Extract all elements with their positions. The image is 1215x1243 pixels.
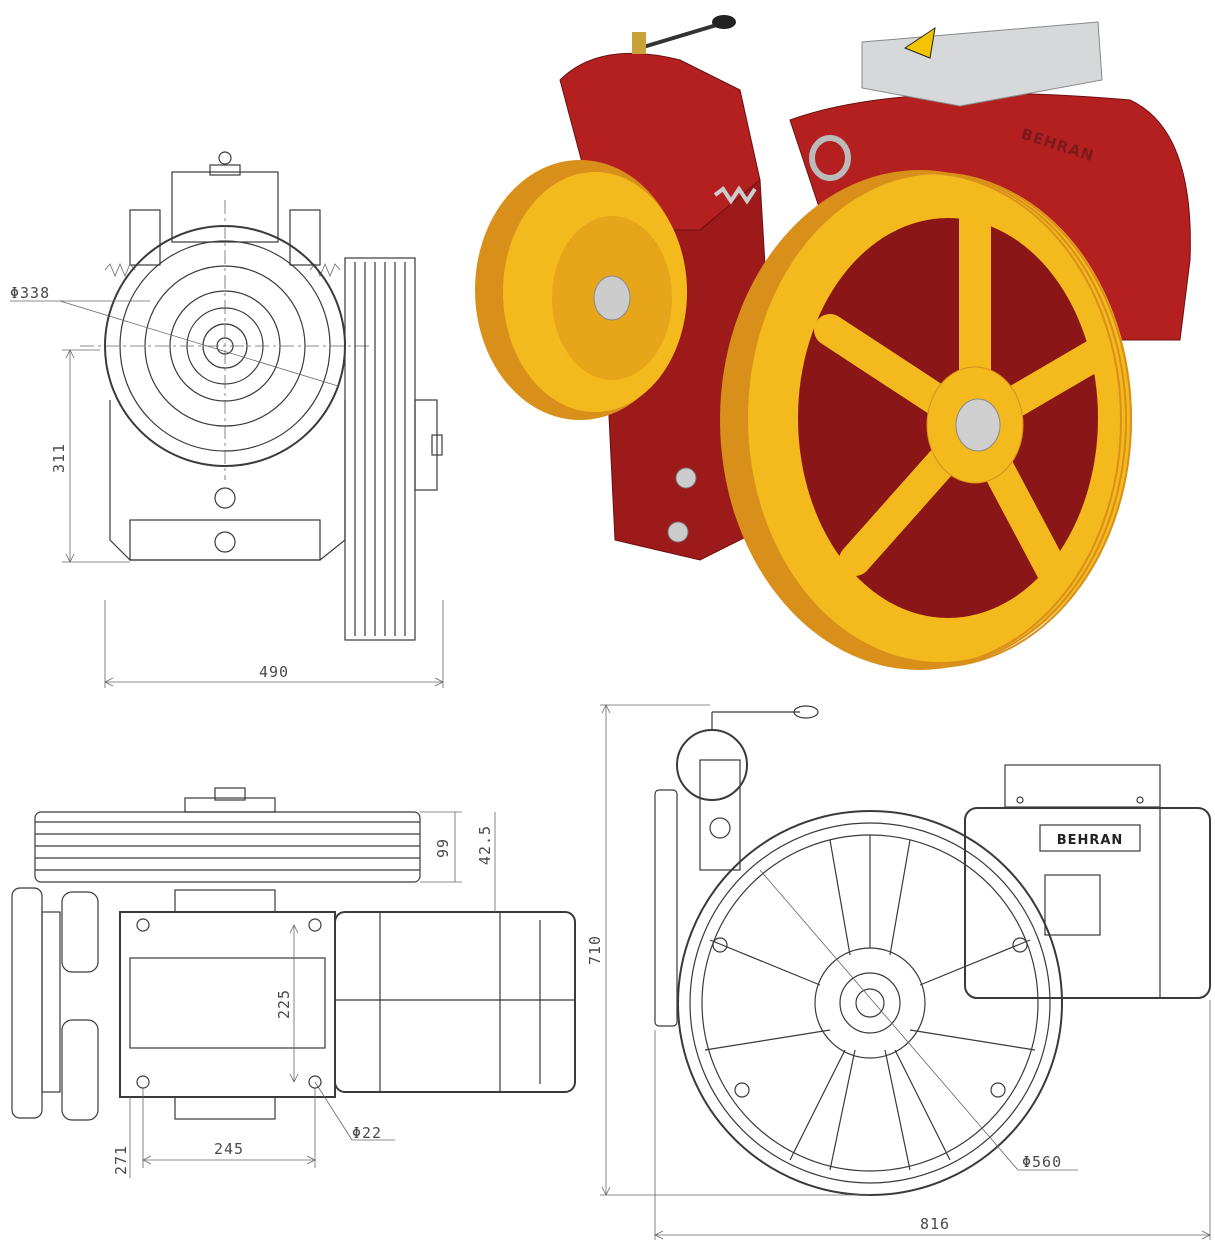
machine-3d-render: BEHRAN: [475, 15, 1191, 670]
dim-overall-height: 710: [586, 935, 604, 965]
dim-bolt-spacing-y: 225: [275, 989, 293, 1019]
dim-offset: 42.5: [476, 825, 494, 865]
side-view-brand-label: BEHRAN: [1057, 833, 1124, 848]
dim-pulley-diameter: Φ338: [10, 284, 50, 302]
dim-bolt-diameter: Φ22: [352, 1124, 382, 1142]
dim-overall-width: 490: [259, 663, 289, 681]
side-view-drawing: [600, 704, 1211, 1240]
front-view-drawing: [10, 151, 444, 688]
dim-shaft-height: 311: [50, 443, 68, 473]
dim-groove-width: 99: [434, 838, 452, 858]
dim-sheave-diameter: Φ560: [1022, 1153, 1062, 1171]
dim-overall-length: 816: [920, 1215, 950, 1233]
dim-edge-offset: 271: [112, 1145, 130, 1175]
dim-bolt-spacing-x: 245: [214, 1140, 244, 1158]
top-view-drawing: [11, 787, 576, 1178]
